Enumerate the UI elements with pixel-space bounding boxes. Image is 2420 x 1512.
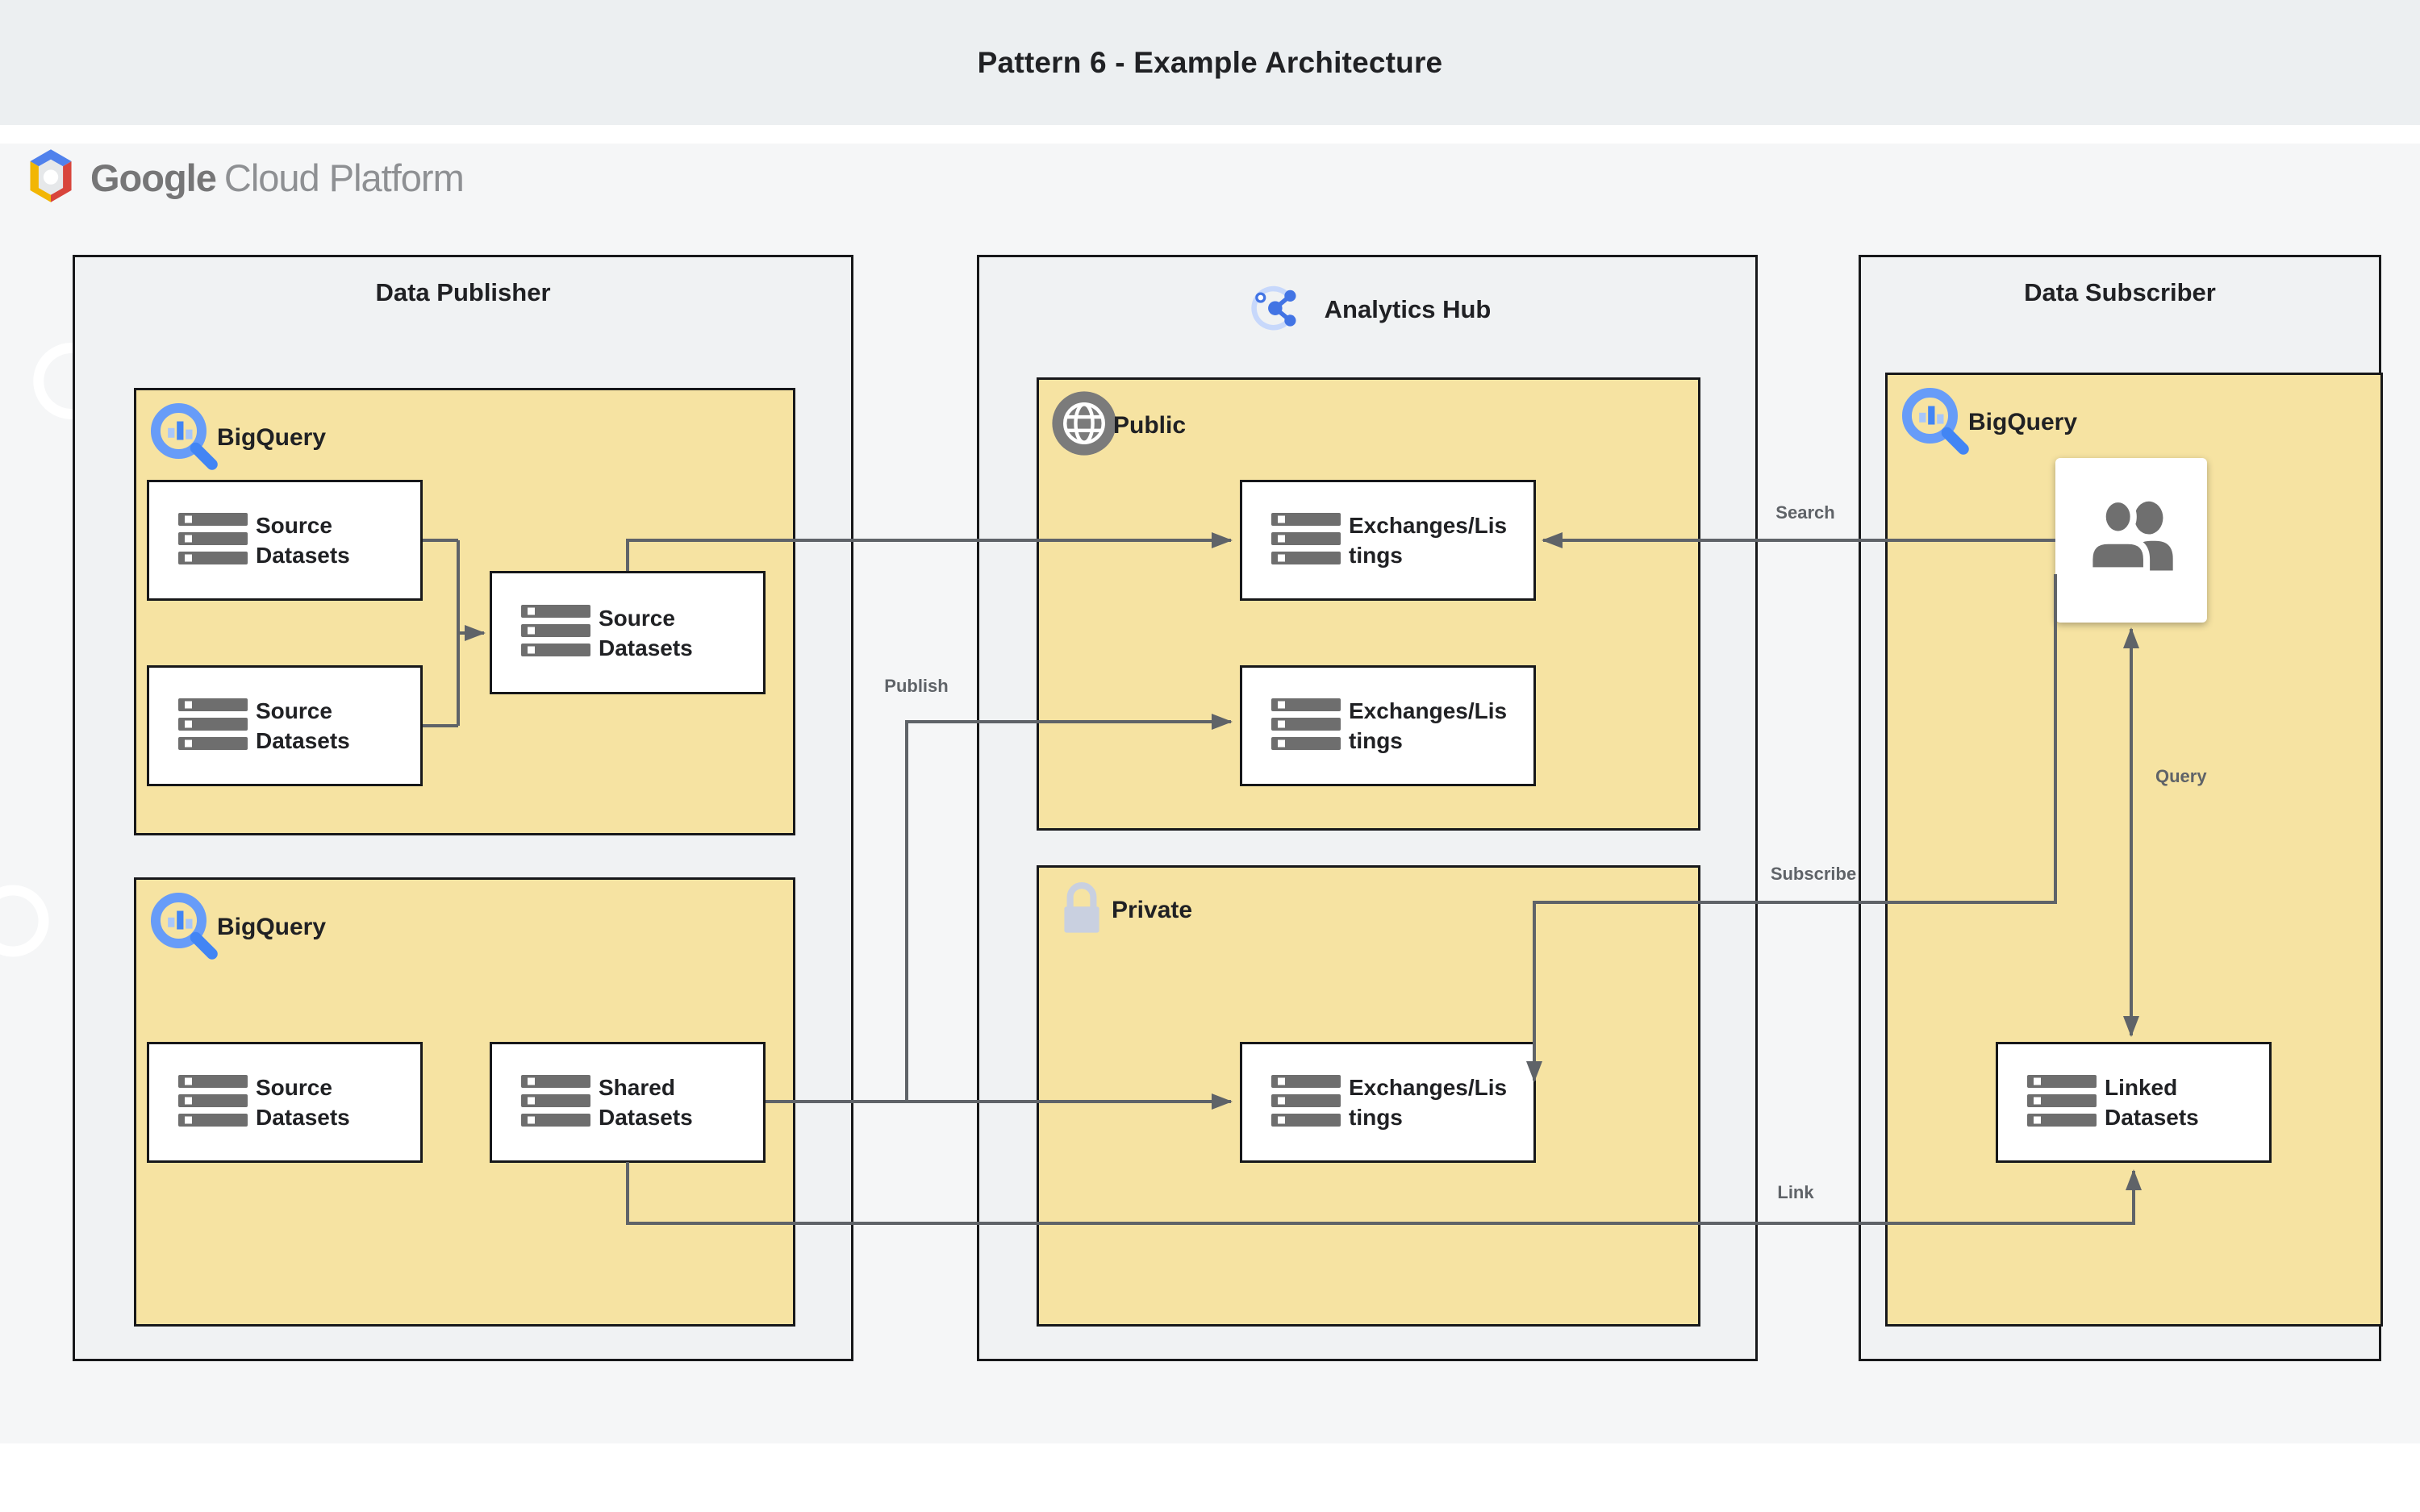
container-data-publisher: Data Publisher BigQuery bbox=[73, 255, 853, 1361]
group-label: BigQuery bbox=[217, 423, 327, 451]
group-header: Private bbox=[1060, 879, 1192, 941]
node-label-line: Exchanges/Lis bbox=[1349, 1075, 1508, 1100]
node-label-line: Exchanges/Lis bbox=[1349, 513, 1508, 538]
node-label-line: tings bbox=[1349, 728, 1403, 753]
datasets-icon bbox=[521, 605, 590, 660]
datasets-icon bbox=[1271, 698, 1341, 754]
node-label-line: Datasets bbox=[599, 635, 693, 660]
datasets-icon bbox=[521, 1074, 590, 1131]
users-card bbox=[2055, 458, 2207, 623]
page-header: Pattern 6 - Example Architecture bbox=[0, 0, 2420, 125]
edge-label-publish: Publish bbox=[884, 676, 949, 696]
node-label-line: tings bbox=[1349, 1105, 1403, 1130]
node-label-line: Datasets bbox=[256, 1105, 350, 1130]
node-exchanges-listings-public-2: Exchanges/Lis tings bbox=[1240, 665, 1536, 786]
group-header: BigQuery bbox=[146, 398, 326, 477]
group-label: BigQuery bbox=[1968, 408, 2078, 435]
node-label-line: Datasets bbox=[256, 728, 350, 753]
node-label-line: Shared bbox=[599, 1075, 675, 1100]
node-label: Exchanges/Lis tings bbox=[1349, 510, 1507, 570]
datasets-icon bbox=[1271, 1074, 1341, 1131]
lock-icon bbox=[1060, 879, 1104, 941]
node-label-line: tings bbox=[1349, 543, 1403, 568]
container-title: Data Subscriber bbox=[1861, 278, 2379, 307]
globe-icon bbox=[1049, 388, 1120, 463]
bigquery-icon bbox=[146, 398, 220, 477]
node-label-line: Source bbox=[256, 1075, 332, 1100]
datasets-icon bbox=[178, 1074, 248, 1131]
group-label: Private bbox=[1112, 896, 1193, 923]
datasets-icon bbox=[1271, 512, 1341, 569]
data-subscriber-title: Data Subscriber bbox=[2024, 278, 2216, 306]
node-label-line: Source bbox=[599, 605, 675, 631]
edge-label-search: Search bbox=[1775, 502, 1835, 523]
group-label: Public bbox=[1113, 411, 1187, 439]
gcp-hexagon-icon bbox=[24, 147, 77, 209]
page-title: Pattern 6 - Example Architecture bbox=[977, 45, 1443, 79]
node-label-line: Datasets bbox=[599, 1105, 693, 1130]
group-header: BigQuery bbox=[146, 888, 326, 966]
container-title: Analytics Hub bbox=[979, 278, 1755, 341]
gcp-wordmark-cloud-platform: Cloud Platform bbox=[223, 156, 465, 199]
node-label-line: Datasets bbox=[256, 543, 350, 568]
analytics-hub-title: Analytics Hub bbox=[1324, 295, 1492, 323]
node-label-line: Source bbox=[256, 513, 332, 538]
group-header: BigQuery bbox=[1897, 383, 2077, 461]
node-label-line: Source bbox=[256, 698, 332, 723]
edge-label-link: Link bbox=[1777, 1182, 1814, 1202]
node-label-line: Exchanges/Lis bbox=[1349, 698, 1508, 723]
datasets-icon bbox=[178, 698, 248, 754]
container-data-subscriber: Data Subscriber BigQuery bbox=[1859, 255, 2383, 1361]
data-publisher-title: Data Publisher bbox=[375, 278, 551, 306]
node-label: Exchanges/Lis tings bbox=[1349, 1073, 1507, 1132]
edge-label-subscribe: Subscribe bbox=[1770, 864, 1857, 884]
group-label: BigQuery bbox=[217, 913, 327, 940]
datasets-icon bbox=[178, 512, 248, 569]
datasets-icon bbox=[2027, 1074, 2097, 1131]
bigquery-icon bbox=[1897, 383, 1971, 461]
bigquery-icon bbox=[146, 888, 220, 966]
node-label-line: Linked bbox=[2105, 1075, 2178, 1100]
container-analytics-hub: Analytics Hub Public bbox=[977, 255, 1758, 1361]
container-title: Data Publisher bbox=[75, 278, 851, 307]
node-exchanges-listings-public-1: Exchanges/Lis tings bbox=[1240, 480, 1536, 601]
group-header: Public bbox=[1049, 388, 1186, 463]
users-icon bbox=[2076, 484, 2186, 598]
analytics-hub-icon bbox=[1244, 278, 1310, 341]
node-label: Exchanges/Lis tings bbox=[1349, 696, 1507, 756]
node-exchanges-listings-private: Exchanges/Lis tings bbox=[1240, 1042, 1536, 1163]
node-label-line: Datasets bbox=[2105, 1105, 2199, 1130]
edge-label-query: Query bbox=[2155, 766, 2207, 786]
gcp-wordmark-google: Google bbox=[90, 156, 217, 199]
